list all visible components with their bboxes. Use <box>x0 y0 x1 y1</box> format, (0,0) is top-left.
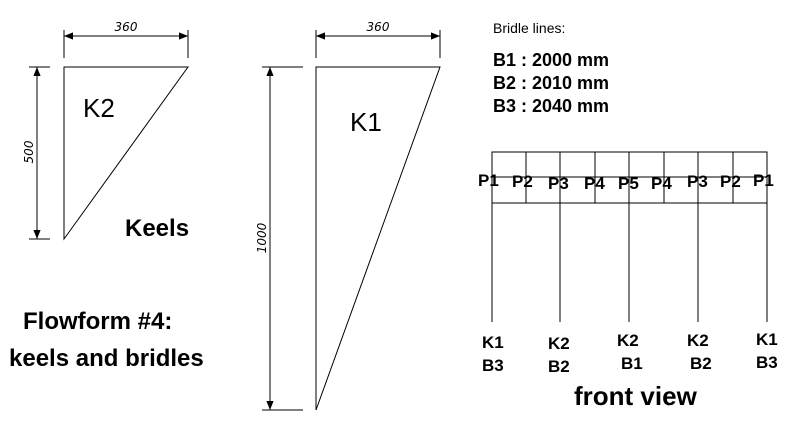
attachment-bridle: B2 <box>690 354 712 373</box>
attachment-bridle: B2 <box>548 357 570 376</box>
point-label: P4 <box>584 174 605 193</box>
k2-height-dim: 500 <box>22 140 36 163</box>
attachment-bridle: B3 <box>482 356 504 375</box>
attachment-keel: K2 <box>617 331 639 350</box>
point-label: P3 <box>687 172 708 191</box>
attachment-keel: K2 <box>687 331 709 350</box>
bridle-line-b3: B3 : 2040 mm <box>493 96 609 116</box>
attachment-bridle: B1 <box>621 354 643 373</box>
point-label: P3 <box>548 174 569 193</box>
title-line-2: keels and bridles <box>9 345 204 372</box>
point-label: P5 <box>618 174 639 193</box>
front-view-caption: front view <box>574 381 698 411</box>
k1-width-dim: 360 <box>367 20 390 34</box>
keel-k2-shape <box>63 66 189 241</box>
keel-k1-shape <box>315 66 441 411</box>
k1-height-dim: 1000 <box>255 222 269 253</box>
attachment-bridle: B3 <box>756 353 778 372</box>
point-label: P2 <box>512 172 533 191</box>
keel-k2-label: K2 <box>83 93 115 123</box>
bridle-line-b2: B2 : 2010 mm <box>493 73 609 93</box>
attachment-keel: K1 <box>482 333 504 352</box>
title-line-1: Flowform #4: <box>23 308 172 335</box>
k2-width-dim: 360 <box>115 20 138 34</box>
bridle-heading: Bridle lines: <box>493 20 565 36</box>
point-label: P2 <box>720 172 741 191</box>
keel-k1-label: K1 <box>350 107 382 137</box>
point-label: P1 <box>753 171 774 190</box>
point-label: P4 <box>651 174 672 193</box>
keels-caption: Keels <box>125 215 189 242</box>
point-label: P1 <box>478 171 499 190</box>
attachment-keel: K2 <box>548 334 570 353</box>
keel-k2: 360 500 K2 <box>22 20 189 241</box>
bridle-line-b1: B1 : 2000 mm <box>493 50 609 70</box>
front-view: P1 P2 P3 P4 P5 P4 P3 P2 P1 K1 B3 K2 B2 K… <box>478 151 778 411</box>
attachment-keel: K1 <box>756 330 778 349</box>
keel-k1: 360 1000 K1 <box>255 20 441 411</box>
